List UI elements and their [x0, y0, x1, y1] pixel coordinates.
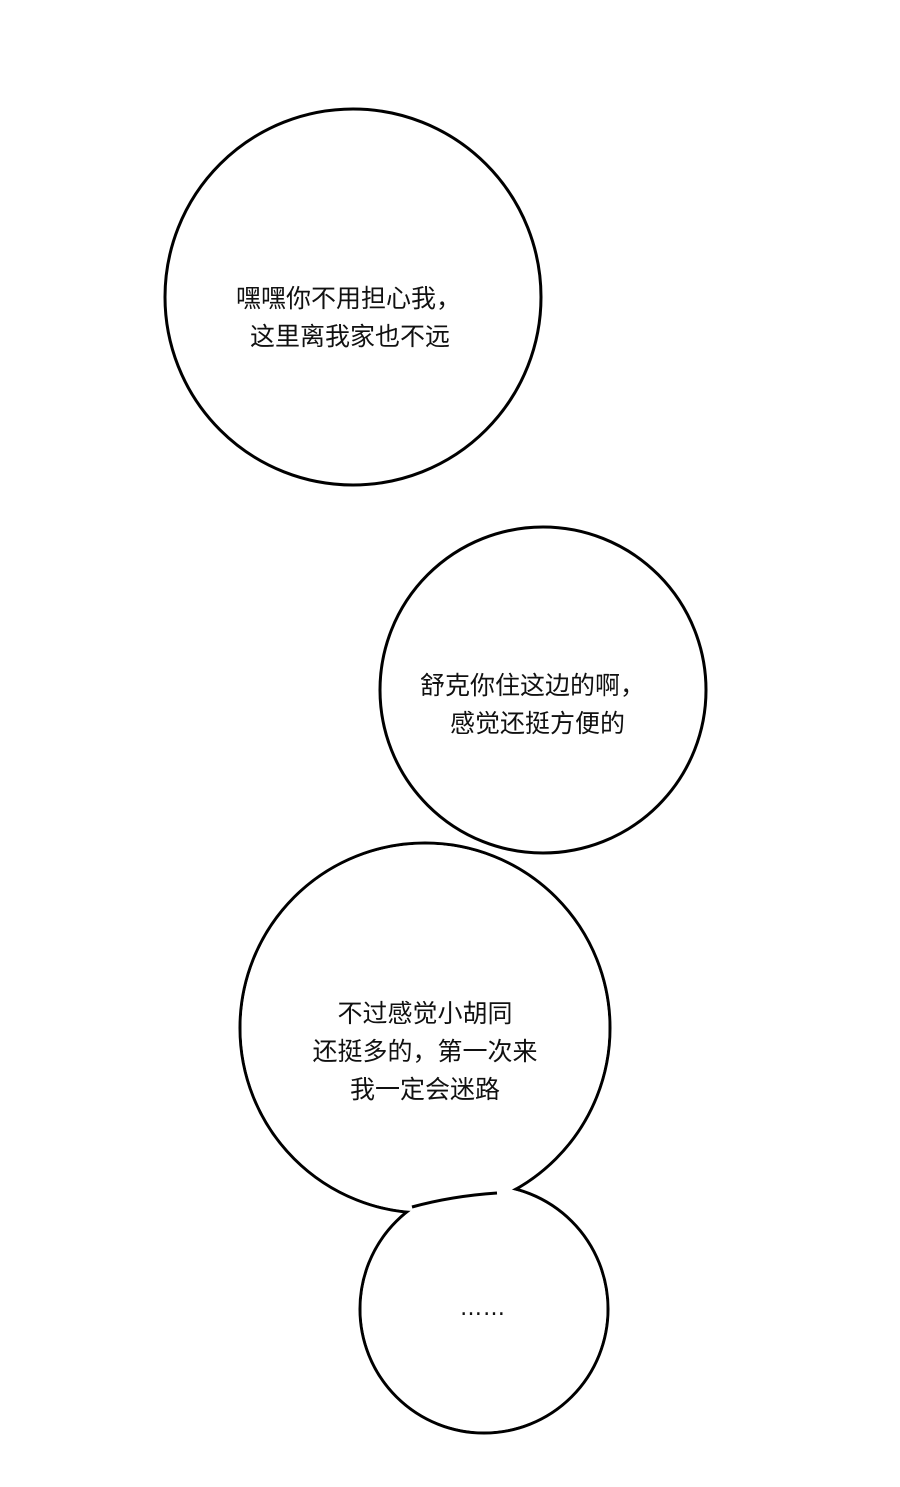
dialogue-line: 还挺多的，第一次来: [312, 1037, 538, 1066]
speech-bubble-2: [378, 525, 708, 855]
dialogue-line: 不过感觉小胡同: [337, 999, 513, 1028]
dialogue-line: 我一定会迷路: [349, 1075, 500, 1104]
dialogue-ellipsis: ……: [460, 1296, 506, 1321]
bubble-4-dialogue: ……: [460, 1290, 506, 1328]
dialogue-line: 嘿嘿你不用担心我，: [236, 284, 462, 313]
speech-bubble-3-and-4-merged: [238, 841, 612, 1435]
dialogue-line: 这里离我家也不远: [250, 322, 451, 351]
dialogue-line: 感觉还挺方便的: [450, 709, 626, 738]
bubble-1-dialogue: 嘿嘿你不用担心我， 这里离我家也不远: [236, 280, 461, 356]
dialogue-line: 舒克你住这边的啊，: [420, 671, 646, 700]
speech-bubble-1: [163, 107, 543, 487]
bubble-2-dialogue: 舒克你住这边的啊， 感觉还挺方便的: [420, 667, 645, 743]
bubble-3-dialogue: 不过感觉小胡同 还挺多的，第一次来 我一定会迷路: [285, 995, 565, 1109]
